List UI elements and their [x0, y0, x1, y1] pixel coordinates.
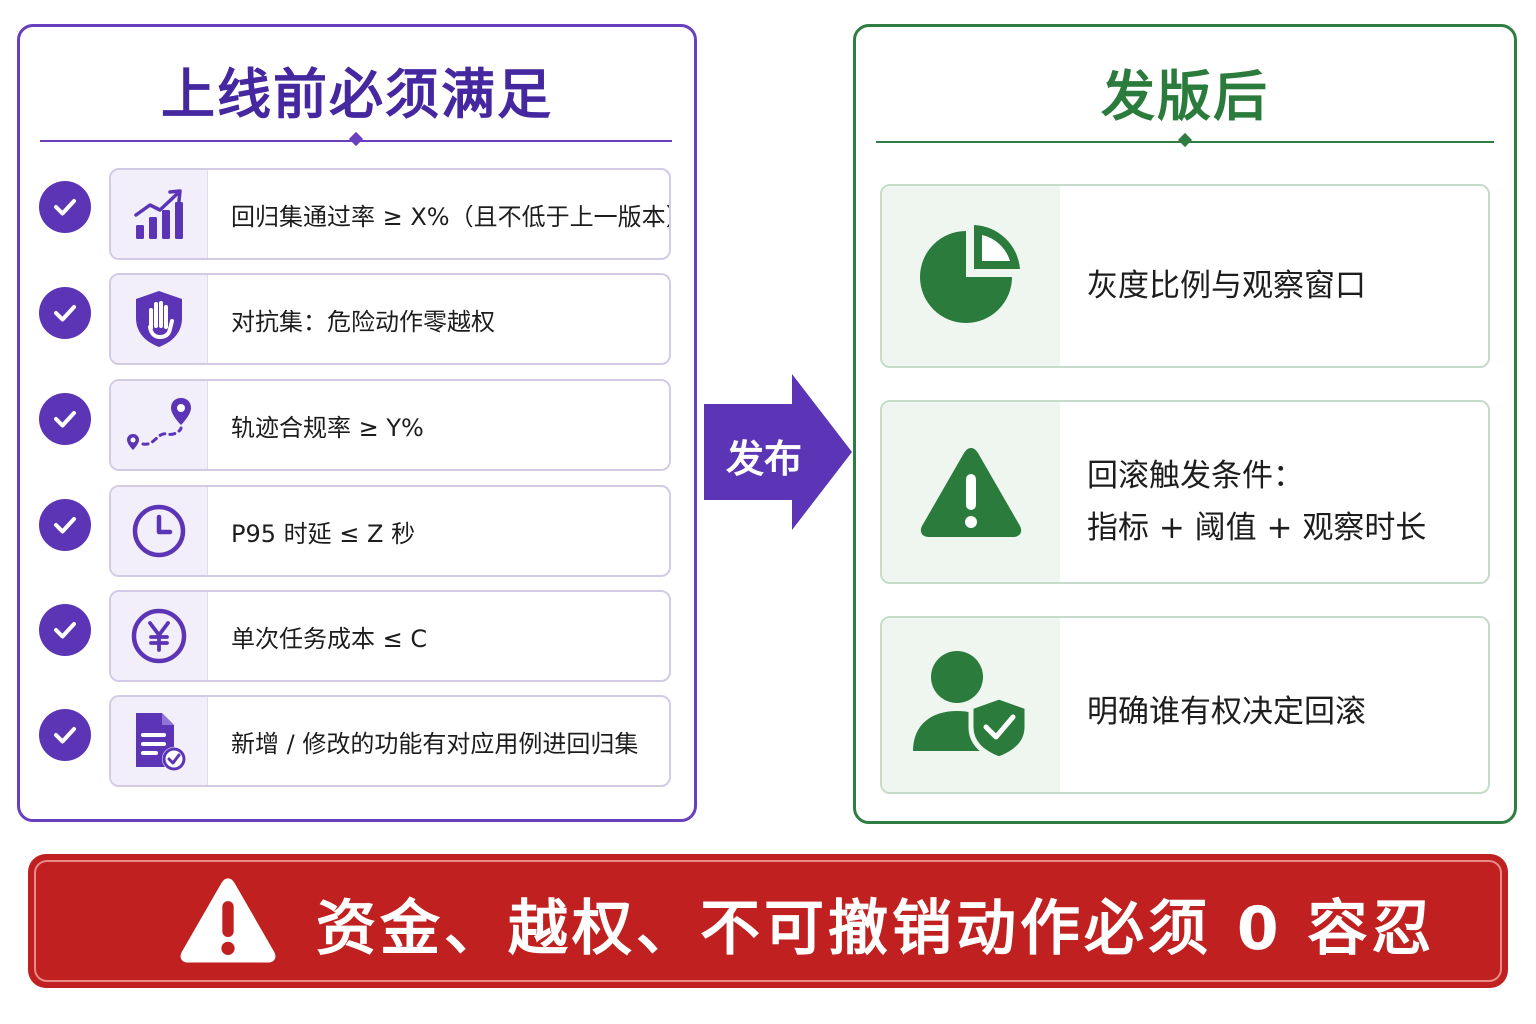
user-shield-icon [913, 651, 1030, 762]
zero-tolerance-banner [28, 854, 1508, 988]
check-icon [39, 181, 91, 233]
list-item: 轨迹合规率 ≥ Y% [109, 379, 671, 471]
card-text: 指标 + 阈值 + 观察时长 [1087, 510, 1427, 546]
post-release-divider [876, 132, 1494, 148]
check-icon [39, 604, 91, 656]
release-arrow-label: 发布 [726, 437, 803, 481]
item-text: P95 时延 ≤ Z 秒 [231, 519, 416, 548]
list-item: 新增 / 修改的功能有对应用例进回归集 [109, 695, 671, 787]
pie-chart-icon [920, 225, 1020, 323]
warning-triangle-icon [920, 448, 1022, 537]
item-text: 对抗集：危险动作零越权 [231, 307, 495, 336]
item-text: 回归集通过率 ≥ X%（且不低于上一版本） [231, 202, 671, 231]
check-icon [39, 499, 91, 551]
post-release-card: 回滚触发条件： 指标 + 阈值 + 观察时长 [880, 400, 1490, 584]
shield-hand-icon [136, 291, 182, 347]
release-arrow [704, 374, 852, 530]
card-text: 回滚触发条件： [1087, 458, 1304, 494]
list-item: 单次任务成本 ≤ C [109, 590, 671, 682]
banner-text: 资金、越权、不可撤销动作必须 0 容忍 [316, 894, 1436, 964]
card-text: 灰度比例与观察窗口 [1087, 268, 1366, 304]
pre-release-title: 上线前必须满足 [161, 63, 553, 126]
item-text: 单次任务成本 ≤ C [231, 624, 428, 653]
post-release-title: 发版后 [1101, 65, 1269, 128]
yen-coin-icon [131, 608, 187, 664]
check-icon [39, 393, 91, 445]
item-text: 轨迹合规率 ≥ Y% [231, 413, 424, 442]
bar-chart-trend-icon [134, 189, 183, 239]
card-text: 明确谁有权决定回滚 [1087, 694, 1366, 730]
item-text: 新增 / 修改的功能有对应用例进回归集 [231, 729, 639, 758]
post-release-card: 灰度比例与观察窗口 [880, 184, 1490, 368]
post-release-card: 明确谁有权决定回滚 [880, 616, 1490, 794]
list-item: P95 时延 ≤ Z 秒 [109, 485, 671, 577]
warning-triangle-icon [180, 878, 276, 963]
route-path-icon [127, 398, 191, 450]
clock-icon [132, 504, 186, 558]
pre-release-divider [40, 131, 672, 147]
list-item: 对抗集：危险动作零越权 [109, 273, 671, 365]
document-check-icon [136, 713, 186, 771]
list-item: 回归集通过率 ≥ X%（且不低于上一版本） [109, 168, 671, 260]
check-icon [39, 709, 91, 761]
check-icon [39, 287, 91, 339]
